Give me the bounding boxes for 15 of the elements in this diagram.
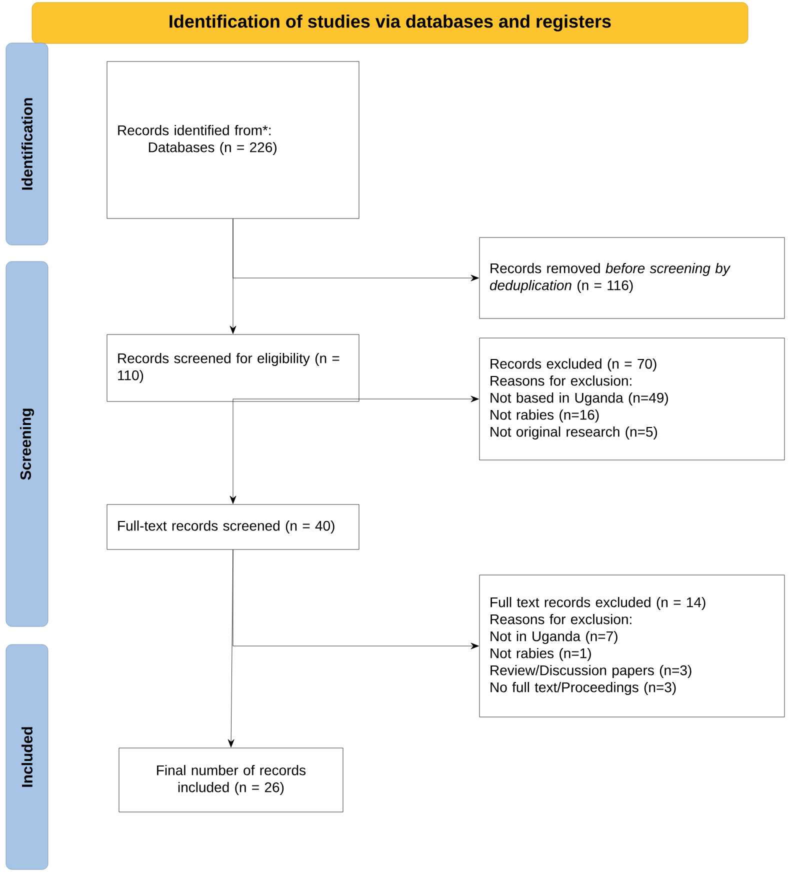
arrow bbox=[230, 402, 236, 504]
process-box: Final number of records included (n = 26) bbox=[118, 748, 344, 812]
title-banner: Identification of studies via databases and registers bbox=[32, 2, 748, 44]
stage-band: Identification bbox=[6, 42, 48, 246]
process-box: Records screened for eligibility (n = 110) bbox=[106, 334, 360, 402]
process-box: Records removed before screening by deduplication (n = 116) bbox=[479, 237, 785, 319]
process-box: Full-text records screened (n = 40) bbox=[106, 504, 360, 550]
process-box: Records excluded (n = 70) Reasons for exclusion: Not based in Uganda (n=49) Not rabies (n=16) Not original research (n=5) bbox=[479, 338, 785, 460]
arrow bbox=[232, 218, 479, 282]
stage-band: Included bbox=[6, 644, 48, 870]
stage-band: Screening bbox=[6, 261, 48, 627]
arrow bbox=[232, 396, 479, 402]
process-box: Full text records excluded (n = 14) Reasons for exclusion: Not in Uganda (n=7) Not rabies (n=1) Review/Discussion papers (n=3) No full text/Proceedings (n=3) bbox=[479, 574, 785, 718]
process-box: Records identified from*: Databases (n = 226) bbox=[106, 61, 360, 219]
arrow bbox=[232, 550, 479, 650]
